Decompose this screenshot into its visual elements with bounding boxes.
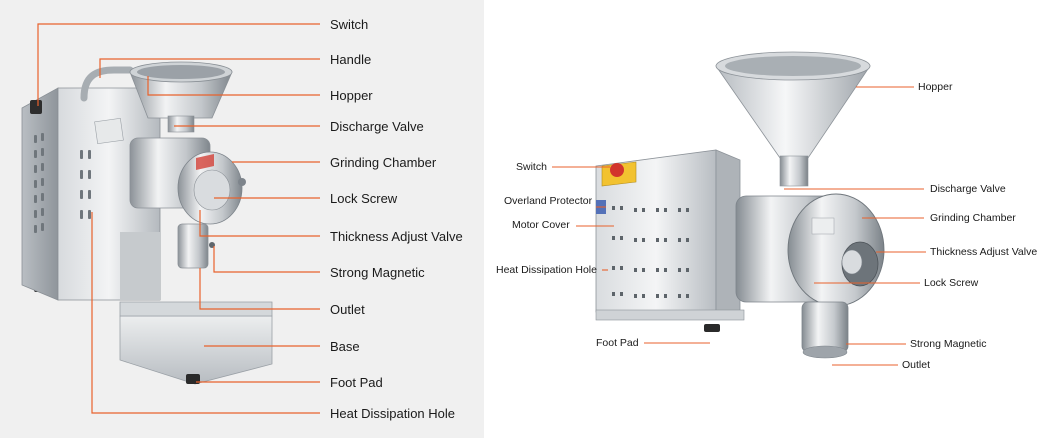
right-label-lock-screw: Lock Screw <box>924 277 979 289</box>
right-label-grinding-chamber: Grinding Chamber <box>930 212 1016 224</box>
left-label-strong-magnetic: Strong Magnetic <box>330 265 425 280</box>
left-heat-dissipation-holes <box>34 133 91 233</box>
right-label-foot-pad: Foot Pad <box>596 337 639 349</box>
left-label-discharge-valve: Discharge Valve <box>330 119 424 134</box>
right-leader-lines <box>552 86 926 366</box>
left-label-lock-screw: Lock Screw <box>330 191 398 206</box>
right-grinding-chamber-shape <box>735 193 885 307</box>
right-foot-pad-shape <box>704 324 720 332</box>
right-motor-housing <box>595 149 745 332</box>
left-label-base: Base <box>330 339 360 354</box>
left-diagram-panel: Switch Handle Hopper Discharge Valve Gri… <box>0 0 484 438</box>
left-label-thickness-adjust-valve: Thickness Adjust Valve <box>330 229 463 244</box>
right-heat-dissipation-holes <box>612 206 689 298</box>
right-label-hopper: Hopper <box>918 81 953 93</box>
right-hopper-shape <box>715 51 871 187</box>
left-grinding-chamber-shape <box>129 137 246 225</box>
right-label-thickness-adjust-valve: Thickness Adjust Valve <box>930 246 1038 258</box>
right-label-strong-magnetic: Strong Magnetic <box>910 338 987 350</box>
right-label-overland-protector: Overland Protector <box>504 195 593 207</box>
left-base <box>34 282 273 385</box>
left-outlet-shape <box>177 223 209 269</box>
left-machine-illustration <box>21 23 320 414</box>
left-handle-shape <box>80 66 134 102</box>
right-label-heat-dissipation-hole: Heat Dissipation Hole <box>496 264 597 276</box>
right-diagram-panel: Hopper Switch Discharge Valve Overland P… <box>484 0 1060 438</box>
right-outlet-shape <box>801 301 849 359</box>
right-label-motor-cover: Motor Cover <box>512 219 570 231</box>
left-label-handle: Handle <box>330 52 372 67</box>
left-label-hopper: Hopper <box>330 88 373 103</box>
left-label-heat-dissipation-hole: Heat Dissipation Hole <box>330 406 456 421</box>
left-label-outlet: Outlet <box>330 302 365 317</box>
left-label-foot-pad: Foot Pad <box>330 375 383 390</box>
left-switch-shape <box>30 100 42 114</box>
left-label-switch: Switch <box>330 17 369 32</box>
right-label-outlet: Outlet <box>902 359 931 371</box>
right-machine-illustration <box>552 51 926 366</box>
right-label-switch: Switch <box>516 161 547 173</box>
left-label-grinding-chamber: Grinding Chamber <box>330 155 437 170</box>
right-label-discharge-valve: Discharge Valve <box>930 183 1006 195</box>
left-leader-lines <box>37 23 320 414</box>
right-switch-shape <box>601 161 637 187</box>
